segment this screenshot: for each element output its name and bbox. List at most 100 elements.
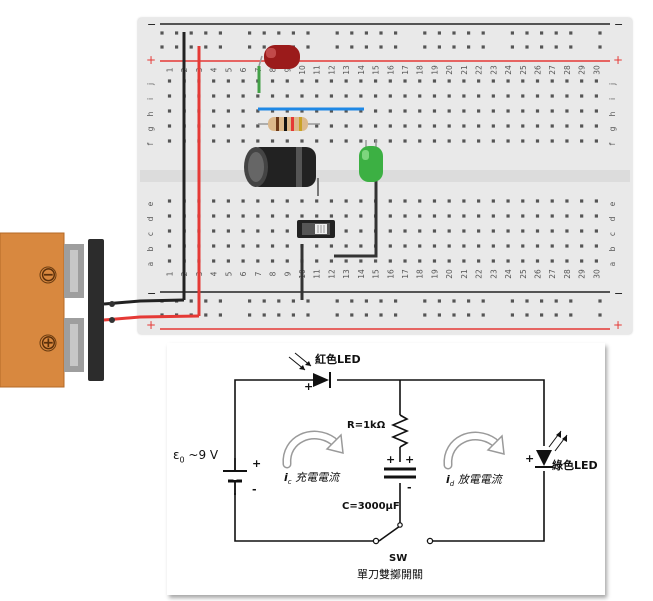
breadboard-hole[interactable] (418, 79, 422, 83)
breadboard-hole[interactable] (344, 94, 348, 98)
rail-hole[interactable] (248, 45, 252, 49)
breadboard-hole[interactable] (506, 139, 510, 143)
breadboard-hole[interactable] (359, 214, 363, 218)
breadboard-hole[interactable] (535, 214, 540, 218)
breadboard-hole[interactable] (477, 229, 481, 233)
breadboard-hole[interactable] (315, 94, 319, 98)
breadboard-hole[interactable] (212, 109, 216, 113)
breadboard-hole[interactable] (256, 229, 260, 233)
rail-hole[interactable] (423, 31, 427, 35)
rail-hole[interactable] (423, 299, 427, 303)
breadboard-hole[interactable] (167, 109, 172, 113)
breadboard-hole[interactable] (329, 109, 334, 113)
rail-hole[interactable] (467, 299, 471, 303)
breadboard-hole[interactable] (491, 94, 495, 98)
rail-hole[interactable] (364, 313, 368, 317)
breadboard-hole[interactable] (535, 139, 540, 143)
breadboard-hole[interactable] (300, 109, 304, 113)
rail-hole[interactable] (204, 31, 208, 35)
breadboard-hole[interactable] (285, 139, 289, 143)
breadboard-hole[interactable] (521, 244, 525, 248)
breadboard-hole[interactable] (594, 139, 598, 143)
breadboard-hole[interactable] (344, 259, 348, 263)
breadboard-hole[interactable] (359, 94, 363, 98)
breadboard-hole[interactable] (550, 244, 554, 248)
rail-hole[interactable] (350, 31, 354, 35)
breadboard-hole[interactable] (315, 79, 319, 83)
breadboard-hole[interactable] (256, 259, 260, 263)
rail-hole[interactable] (335, 31, 339, 35)
rail-hole[interactable] (525, 31, 529, 35)
breadboard-hole[interactable] (477, 94, 481, 98)
breadboard-hole[interactable] (212, 229, 216, 233)
breadboard-hole[interactable] (432, 199, 437, 203)
breadboard-hole[interactable] (329, 124, 334, 128)
rail-hole[interactable] (218, 313, 222, 317)
breadboard-hole[interactable] (594, 229, 598, 233)
breadboard-hole[interactable] (491, 259, 495, 263)
rail-hole[interactable] (394, 299, 398, 303)
breadboard-hole[interactable] (447, 214, 451, 218)
breadboard-hole[interactable] (212, 79, 216, 83)
rail-hole[interactable] (364, 45, 368, 49)
breadboard-hole[interactable] (418, 94, 422, 98)
green-led[interactable] (359, 140, 383, 182)
breadboard-hole[interactable] (521, 94, 525, 98)
breadboard-hole[interactable] (580, 79, 584, 83)
breadboard-hole[interactable] (506, 259, 510, 263)
breadboard-hole[interactable] (167, 214, 172, 218)
breadboard-hole[interactable] (447, 79, 451, 83)
breadboard-hole[interactable] (270, 79, 275, 83)
breadboard-hole[interactable] (594, 109, 598, 113)
rail-hole[interactable] (525, 45, 529, 49)
breadboard-hole[interactable] (256, 199, 260, 203)
rail-hole[interactable] (467, 31, 471, 35)
breadboard-hole[interactable] (580, 94, 584, 98)
breadboard-hole[interactable] (167, 244, 172, 248)
breadboard-hole[interactable] (241, 244, 245, 248)
rail-hole[interactable] (160, 45, 164, 49)
breadboard-hole[interactable] (550, 214, 554, 218)
breadboard-hole[interactable] (521, 79, 525, 83)
rail-hole[interactable] (335, 45, 339, 49)
rail-hole[interactable] (262, 313, 266, 317)
breadboard-hole[interactable] (329, 214, 334, 218)
rail-hole[interactable] (510, 45, 514, 49)
breadboard-hole[interactable] (462, 229, 466, 233)
breadboard-hole[interactable] (212, 94, 216, 98)
breadboard-hole[interactable] (270, 244, 275, 248)
breadboard-hole[interactable] (462, 259, 466, 263)
breadboard-hole[interactable] (167, 199, 172, 203)
breadboard-hole[interactable] (256, 139, 260, 143)
breadboard-hole[interactable] (491, 229, 495, 233)
breadboard-hole[interactable] (403, 109, 407, 113)
rail-hole[interactable] (554, 45, 558, 49)
breadboard-hole[interactable] (388, 214, 392, 218)
breadboard-hole[interactable] (226, 244, 230, 248)
breadboard-hole[interactable] (580, 229, 584, 233)
breadboard-hole[interactable] (447, 124, 451, 128)
breadboard-hole[interactable] (418, 229, 422, 233)
breadboard-hole[interactable] (226, 199, 230, 203)
breadboard-hole[interactable] (329, 94, 334, 98)
breadboard-hole[interactable] (580, 259, 584, 263)
breadboard-hole[interactable] (270, 109, 275, 113)
rail-hole[interactable] (350, 45, 354, 49)
breadboard-hole[interactable] (403, 94, 407, 98)
breadboard-hole[interactable] (477, 244, 481, 248)
breadboard-hole[interactable] (491, 124, 495, 128)
breadboard-hole[interactable] (226, 109, 230, 113)
rail-hole[interactable] (204, 313, 208, 317)
breadboard-hole[interactable] (344, 109, 348, 113)
breadboard-hole[interactable] (388, 124, 392, 128)
rail-hole[interactable] (364, 299, 368, 303)
breadboard-hole[interactable] (565, 79, 569, 83)
rail-hole[interactable] (569, 31, 573, 35)
breadboard-hole[interactable] (432, 79, 437, 83)
breadboard-hole[interactable] (256, 214, 260, 218)
breadboard-hole[interactable] (462, 124, 466, 128)
rail-hole[interactable] (423, 45, 427, 49)
breadboard-hole[interactable] (594, 79, 598, 83)
rail-hole[interactable] (467, 45, 471, 49)
breadboard-hole[interactable] (491, 214, 495, 218)
